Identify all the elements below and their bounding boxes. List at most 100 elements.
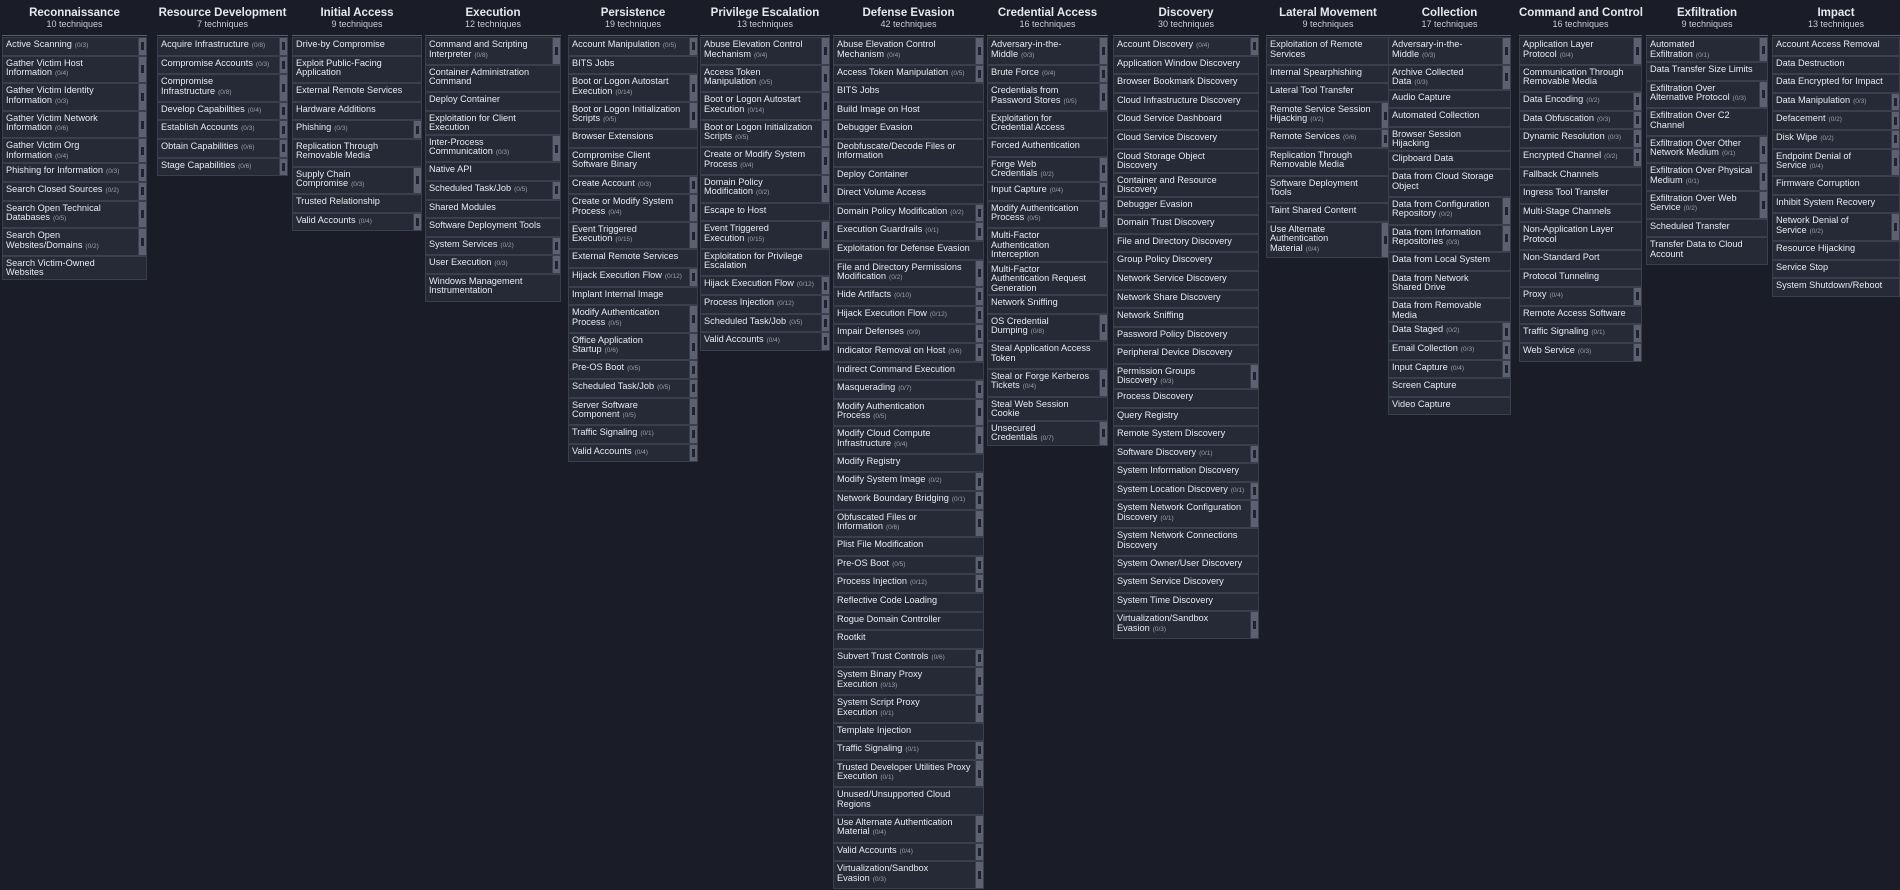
technique-cell[interactable]: Multi-Factor Authentication Interception	[987, 228, 1108, 262]
expand-handle-icon[interactable]	[978, 348, 981, 357]
expand-handle-icon[interactable]	[1253, 510, 1256, 519]
technique-cell[interactable]: Cloud Service Discovery	[1113, 129, 1259, 149]
technique-cell[interactable]: Peripheral Device Discovery	[1113, 345, 1259, 364]
expand-handle-icon[interactable]	[1102, 69, 1105, 78]
technique-cell[interactable]: Command and Scripting Interpreter(0/8)	[425, 37, 561, 65]
expand-handle-icon[interactable]	[555, 242, 558, 251]
technique-cell[interactable]: Gather Victim Network Information(0/6)	[2, 110, 147, 139]
expand-handle-icon[interactable]	[141, 210, 144, 219]
expand-handle-icon[interactable]	[416, 218, 419, 227]
technique-cell[interactable]: Rootkit	[833, 630, 984, 649]
expand-handle-icon[interactable]	[692, 273, 695, 282]
technique-cell[interactable]: Data Obfuscation(0/3)	[1519, 110, 1642, 130]
technique-cell[interactable]: Shared Modules	[425, 199, 561, 219]
technique-cell[interactable]: Input Capture(0/4)	[987, 181, 1108, 201]
technique-cell[interactable]: Lateral Tool Transfer	[1266, 83, 1390, 102]
technique-cell[interactable]: Plist File Modification	[833, 537, 984, 556]
technique-cell[interactable]: Account Discovery(0/4)	[1113, 37, 1259, 56]
technique-cell[interactable]: Network Boundary Bridging(0/1)	[833, 491, 984, 510]
technique-cell[interactable]: Phishing(0/3)	[292, 120, 422, 139]
technique-cell[interactable]: Subvert Trust Controls(0/6)	[833, 648, 984, 668]
technique-cell[interactable]: Scheduled Task/Job(0/5)	[700, 313, 830, 333]
technique-cell[interactable]: Account Access Removal	[1772, 37, 1900, 56]
technique-cell[interactable]: Boot or Logon Autostart Execution(0/14)	[700, 92, 830, 120]
expand-handle-icon[interactable]	[824, 337, 827, 346]
technique-cell[interactable]: Deobfuscate/Decode Files or Information	[833, 138, 984, 167]
technique-cell[interactable]: System Network Configuration Discovery(0…	[1113, 500, 1259, 529]
technique-cell[interactable]: Software Deployment Tools	[1266, 175, 1390, 204]
technique-cell[interactable]: Drive-by Compromise	[292, 37, 422, 56]
expand-handle-icon[interactable]	[978, 436, 981, 445]
expand-handle-icon[interactable]	[141, 237, 144, 246]
expand-handle-icon[interactable]	[978, 746, 981, 755]
technique-cell[interactable]: Windows Management Instrumentation	[425, 273, 561, 302]
technique-cell[interactable]: Exfiltration Over Other Network Medium(0…	[1646, 135, 1768, 164]
expand-handle-icon[interactable]	[1505, 46, 1508, 55]
technique-cell[interactable]: Steal Application Access Token	[987, 341, 1108, 369]
expand-handle-icon[interactable]	[1384, 134, 1387, 143]
technique-cell[interactable]: Automated Collection	[1388, 108, 1511, 127]
expand-handle-icon[interactable]	[1253, 621, 1256, 630]
expand-handle-icon[interactable]	[978, 46, 981, 55]
technique-cell[interactable]: Account Manipulation(0/5)	[568, 37, 698, 56]
technique-cell[interactable]: Boot or Logon Autostart Execution(0/14)	[568, 74, 698, 102]
technique-cell[interactable]: Adversary-in-the-Middle(0/3)	[987, 37, 1108, 65]
expand-handle-icon[interactable]	[692, 365, 695, 374]
technique-cell[interactable]: Transfer Data to Cloud Account	[1646, 237, 1768, 265]
technique-cell[interactable]: Gather Victim Org Information(0/4)	[2, 138, 147, 164]
technique-cell[interactable]: System Time Discovery	[1113, 592, 1259, 612]
expand-handle-icon[interactable]	[282, 42, 285, 51]
technique-cell[interactable]: Process Injection(0/12)	[700, 294, 830, 314]
expand-handle-icon[interactable]	[692, 231, 695, 240]
technique-cell[interactable]: Create or Modify System Process(0/4)	[568, 194, 698, 222]
technique-cell[interactable]: Native API	[425, 162, 561, 181]
expand-handle-icon[interactable]	[1102, 378, 1105, 387]
technique-cell[interactable]: Traffic Signaling(0/1)	[568, 425, 698, 444]
technique-cell[interactable]: Software Deployment Tools	[425, 218, 561, 237]
technique-cell[interactable]: Use Alternate Authentication Material(0/…	[833, 814, 984, 843]
expand-handle-icon[interactable]	[692, 314, 695, 323]
technique-cell[interactable]: Exfiltration Over Physical Medium(0/1)	[1646, 163, 1768, 191]
expand-handle-icon[interactable]	[692, 384, 695, 393]
technique-cell[interactable]: Build Image on Host	[833, 101, 984, 121]
technique-cell[interactable]: Application Window Discovery	[1113, 55, 1259, 75]
technique-cell[interactable]: Escape to Host	[700, 202, 830, 222]
expand-handle-icon[interactable]	[1636, 46, 1639, 55]
technique-cell[interactable]: Access Token Manipulation(0/5)	[700, 64, 830, 93]
expand-handle-icon[interactable]	[824, 230, 827, 239]
technique-cell[interactable]: Search Victim-Owned Websites	[2, 255, 147, 280]
technique-cell[interactable]: BITS Jobs	[833, 83, 984, 102]
technique-cell[interactable]: Event Triggered Execution(0/15)	[700, 221, 830, 249]
expand-handle-icon[interactable]	[141, 168, 144, 177]
expand-handle-icon[interactable]	[1505, 327, 1508, 336]
expand-handle-icon[interactable]	[978, 561, 981, 570]
technique-cell[interactable]: Traffic Signaling(0/1)	[833, 741, 984, 760]
technique-cell[interactable]: Container and Resource Discovery	[1113, 172, 1259, 197]
expand-handle-icon[interactable]	[692, 111, 695, 120]
technique-cell[interactable]: Use Alternate Authentication Material(0/…	[1266, 221, 1390, 259]
expand-handle-icon[interactable]	[692, 83, 695, 92]
technique-cell[interactable]: Steal Web Session Cookie	[987, 396, 1108, 421]
technique-cell[interactable]: User Execution(0/3)	[425, 255, 561, 274]
technique-cell[interactable]: Modify System Image(0/2)	[833, 472, 984, 492]
technique-cell[interactable]: External Remote Services	[292, 83, 422, 102]
expand-handle-icon[interactable]	[555, 186, 558, 195]
technique-cell[interactable]: Cloud Infrastructure Discovery	[1113, 92, 1259, 112]
technique-cell[interactable]: Modify Authentication Process(0/5)	[568, 305, 698, 333]
technique-cell[interactable]: System Script Proxy Execution(0/1)	[833, 695, 984, 723]
technique-cell[interactable]: Forge Web Credentials(0/2)	[987, 156, 1108, 182]
expand-handle-icon[interactable]	[978, 824, 981, 833]
technique-cell[interactable]: Hijack Execution Flow(0/12)	[700, 276, 830, 295]
technique-cell[interactable]: Obtain Capabilities(0/6)	[157, 138, 288, 158]
expand-handle-icon[interactable]	[1894, 158, 1897, 167]
technique-cell[interactable]: System Services(0/2)	[425, 236, 561, 256]
expand-handle-icon[interactable]	[416, 125, 419, 134]
expand-handle-icon[interactable]	[1102, 92, 1105, 101]
expand-handle-icon[interactable]	[1636, 153, 1639, 162]
